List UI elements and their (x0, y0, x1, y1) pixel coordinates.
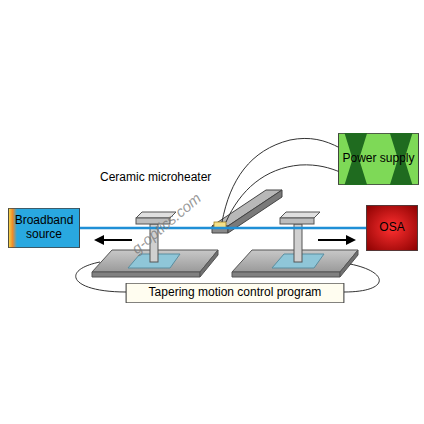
box-label: Broadband source (8, 214, 80, 242)
osa-box: OSA (366, 205, 418, 251)
program-box: Tapering motion control program (125, 283, 345, 303)
power-supply-box: Power supply (338, 133, 419, 185)
part-label: Ceramic microheater (100, 170, 211, 184)
box-label: Tapering motion control program (149, 286, 322, 300)
source-box: Broadband source (8, 208, 80, 248)
optical-fiber (80, 228, 366, 229)
box-label: Power supply (342, 152, 414, 166)
box-label: OSA (379, 221, 404, 235)
